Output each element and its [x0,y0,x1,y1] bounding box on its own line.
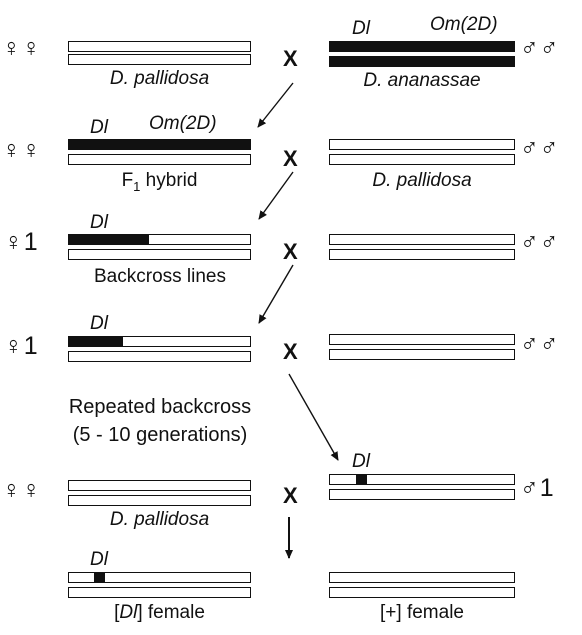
row5-female-symbols: ♀♀ [2,476,42,504]
row4-introgressed-segment [69,337,124,346]
row2-female-label: F1 hybrid [68,170,251,198]
row5-male-gene-dl: Dl [352,451,370,472]
row5-female-label: D. pallidosa [109,509,210,530]
row6-left-chromosome-bottom [68,587,251,598]
repeated-backcross-note-line1: Repeated backcross [68,396,252,418]
row1-female-symbols: ♀♀ [2,34,42,62]
row6-left-label-prefix: [ [114,602,120,623]
row5-female-chromosome-bottom [68,495,251,506]
arrow-row4-to-row5 [288,373,339,461]
row2-label-suffix: hybrid [140,170,198,191]
row3-gene-dl: Dl [90,212,108,233]
arrow-row2-to-row3 [258,171,294,220]
row1-cross-mark: X [283,46,298,71]
row1-male-chromosome-bottom [329,56,515,67]
row2-female-chromosome-bottom [68,154,251,165]
row4-female-symbol: ♀1 [4,332,39,360]
row2-label-subscript: 1 [133,178,141,194]
row5-female-chromosome-top [68,480,251,491]
row1-male-gene-dl: Dl [352,18,370,39]
row1-male-chromosome-top [329,41,515,52]
row6-right-chromosome-top [329,572,515,583]
row2-male-chromosome-top [329,139,515,150]
row6-dl-segment [94,573,106,582]
row3-female-chromosome-bottom [68,249,251,260]
row2-cross-mark: X [283,146,298,171]
row5-male-chromosome-top [329,474,515,485]
arrow-row1-to-row2 [257,82,294,128]
row2-female-symbols: ♀♀ [2,136,42,164]
row1-female-chromosome-bottom [68,54,251,65]
row6-left-chromosome-top [68,572,251,583]
row6-left-label-gene: Dl [119,602,138,623]
row6-right-label: [+] female [380,602,464,623]
row2-male-symbols: ♂♂ [520,134,560,162]
row6-left-label: [Dl] female [68,602,251,624]
row2-male-chromosome-bottom [329,154,515,165]
row5-dl-segment [355,475,367,484]
row4-cross-mark: X [283,339,298,364]
row3-introgressed-segment [69,235,149,244]
row2-female-chromosome-top [68,139,251,150]
row2-gene-om2d: Om(2D) [149,113,217,134]
arrow-row3-to-row4 [258,264,294,324]
row3-cross-mark: X [283,239,298,264]
row5-cross-mark: X [283,483,298,508]
repeated-backcross-note-line2: (5 - 10 generations) [72,424,248,446]
row1-female-label: D. pallidosa [109,68,210,89]
row2-label-prefix: F [121,170,134,191]
row5-male-symbol: ♂1 [520,474,555,502]
row1-male-gene-om2d: Om(2D) [430,14,498,35]
row5-male-chromosome-bottom [329,489,515,500]
row4-male-chromosome-bottom [329,349,515,360]
row3-female-symbol: ♀1 [4,228,39,256]
row3-male-symbols: ♂♂ [520,228,560,256]
row3-female-label: Backcross lines [94,266,226,287]
row1-male-label: D. ananassae [363,70,481,91]
row1-male-symbols: ♂♂ [520,34,560,62]
row6-right-chromosome-bottom [329,587,515,598]
row4-male-symbols: ♂♂ [520,330,560,358]
row2-male-label: D. pallidosa [372,170,472,191]
row1-female-chromosome-top [68,41,251,52]
row6-gene-dl: Dl [90,549,108,570]
row4-gene-dl: Dl [90,313,108,334]
row3-male-chromosome-bottom [329,249,515,260]
row4-female-chromosome-bottom [68,351,251,362]
row4-female-chromosome-top [68,336,251,347]
row3-female-chromosome-top [68,234,251,245]
row4-male-chromosome-top [329,334,515,345]
row6-left-label-suffix: ] female [137,602,205,623]
row3-male-chromosome-top [329,234,515,245]
row2-gene-dl: Dl [90,117,108,138]
